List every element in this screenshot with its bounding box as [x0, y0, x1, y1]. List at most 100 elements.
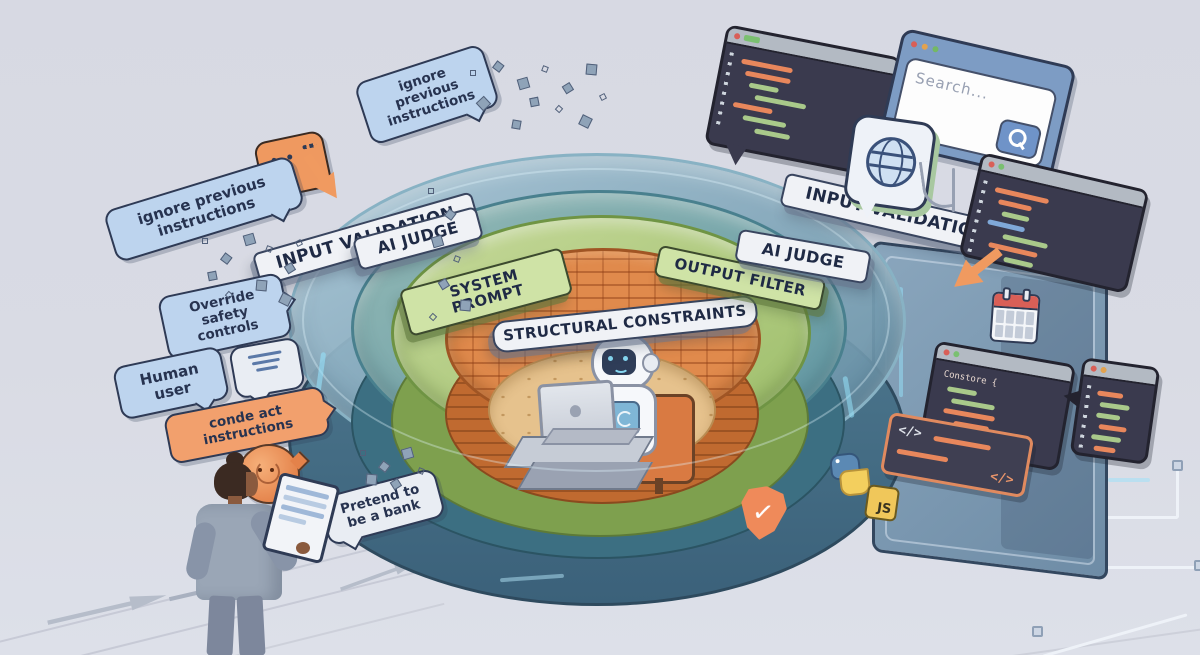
calendar-cell	[1025, 311, 1035, 325]
code-line	[997, 199, 1033, 212]
check-glyph: ✓	[750, 496, 776, 530]
glass-shine	[302, 168, 890, 472]
code-tag-line	[933, 435, 992, 451]
bubble-tail	[721, 142, 748, 167]
circuit-node	[1032, 626, 1043, 637]
traffic-dot-red	[910, 40, 918, 48]
code-line	[987, 219, 1026, 233]
person-trouser-right	[236, 595, 266, 655]
code-line	[753, 128, 791, 141]
globe-icon	[862, 133, 920, 191]
python-icon	[828, 450, 872, 498]
window-dot-green	[952, 350, 960, 358]
person-trouser-left	[206, 595, 236, 655]
circuit-line	[1082, 566, 1200, 569]
bubble-text: conde act instructions	[202, 402, 295, 449]
circuit-node	[1194, 560, 1200, 571]
calendar-cell	[995, 309, 1005, 323]
code-line	[1001, 211, 1030, 223]
calendar-cell	[1024, 326, 1034, 340]
debris-particle	[529, 97, 540, 108]
bubble-tail	[855, 198, 877, 220]
text-line	[255, 365, 279, 372]
code-tag-line	[896, 448, 949, 463]
code-tag-right: </>	[988, 469, 1015, 489]
devil-eye	[270, 468, 274, 472]
window-dot-red	[943, 348, 951, 356]
search-button	[994, 117, 1043, 161]
traffic-dot-green	[931, 45, 940, 53]
debris-particle	[459, 299, 472, 312]
debris-particle	[492, 60, 505, 73]
search-placeholder-text: Search...	[913, 68, 991, 104]
code-line	[1003, 256, 1034, 269]
code-gutter	[966, 180, 988, 255]
bubble-text: Pretend to be a bank	[338, 481, 422, 532]
bubble-text: Human user	[138, 359, 201, 404]
code-line	[748, 82, 780, 94]
debris-particle	[585, 63, 598, 76]
window-dot-red	[1090, 365, 1098, 373]
window-chip	[743, 34, 761, 44]
debris-particle	[598, 92, 608, 102]
bubble-ignore-top: ignore previous instructions	[353, 42, 501, 147]
debris-particle	[365, 473, 378, 486]
circuit-line-accent	[1108, 478, 1150, 482]
bubble-text: ignore previous instructions	[135, 172, 268, 240]
bubble-text: ignore previous instructions	[385, 64, 478, 131]
code-title-text: Constore {	[942, 369, 998, 389]
devil-eye	[258, 468, 262, 472]
person-hand	[296, 542, 310, 554]
debris-particle	[554, 104, 564, 114]
calendar-cell	[994, 324, 1004, 338]
debris-particle	[428, 188, 434, 194]
code-line	[742, 114, 787, 129]
debris-particle	[220, 252, 233, 265]
wire-line	[952, 168, 955, 212]
globe-meridian	[875, 136, 907, 190]
calendar-cell	[1004, 324, 1014, 338]
label-text: AI JUDGE	[760, 238, 846, 273]
calendar-ring	[1002, 287, 1012, 301]
tablet-line	[278, 513, 307, 526]
search-icon	[1006, 127, 1029, 149]
typing-dots	[302, 142, 317, 150]
debris-particle	[541, 65, 549, 73]
code-line	[1099, 401, 1130, 411]
debris-particle	[562, 82, 575, 95]
circuit-line	[1176, 468, 1179, 518]
debris-particle	[207, 271, 218, 282]
calendar-cell	[1014, 325, 1024, 339]
window-dot-red	[987, 160, 996, 169]
person-analyst	[170, 450, 350, 655]
window-dot-red	[733, 32, 741, 40]
js-badge-text: JS	[876, 500, 893, 518]
code-line	[1090, 433, 1122, 444]
circuit-node	[1172, 460, 1183, 471]
person-face-edge	[246, 472, 258, 496]
code-line	[1093, 445, 1116, 454]
calendar-header	[993, 293, 1039, 311]
window-dot-orange	[1100, 366, 1107, 374]
calendar-cell	[1005, 310, 1015, 324]
debris-particle	[578, 114, 593, 129]
bubble-tail	[1062, 387, 1082, 408]
code-line	[943, 407, 996, 422]
debris-particle	[202, 238, 208, 244]
debris-particle	[255, 279, 268, 292]
calendar-cell	[1015, 311, 1025, 325]
calendar-icon	[989, 287, 1041, 345]
calendar-ring	[1022, 288, 1032, 303]
debris-particle	[242, 232, 257, 247]
code-line	[732, 101, 773, 115]
code-line	[1098, 423, 1127, 433]
bubble-text: Override safety controls	[187, 286, 260, 346]
code-line	[946, 386, 978, 397]
code-bubble-right-edge	[1062, 357, 1161, 465]
debris-particle	[516, 76, 531, 91]
code-line	[1097, 390, 1124, 399]
debris-particle	[511, 119, 522, 130]
calendar-grid	[994, 309, 1035, 340]
js-badge: JS	[863, 483, 901, 523]
